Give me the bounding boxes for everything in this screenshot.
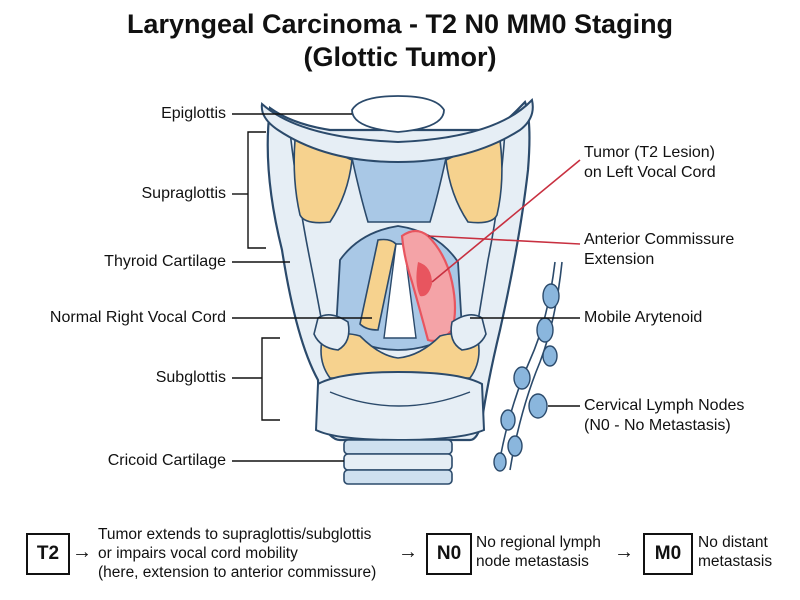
- trachea-ring-3: [343, 469, 453, 485]
- label-cervical-lymph-nodes: Cervical Lymph Nodes (N0 - No Metastasis…: [584, 396, 744, 436]
- trachea-ring-1: [343, 439, 453, 455]
- label-lymph-line1: Cervical Lymph Nodes: [584, 397, 745, 414]
- t-line3: (here, extension to anterior commissure): [98, 564, 377, 581]
- t-stage-description: Tumor extends to supraglottis/subglottis…: [98, 525, 376, 582]
- label-supraglottis: Supraglottis: [141, 185, 227, 202]
- lymph-node: [542, 345, 558, 367]
- page-subtitle: (Glottic Tumor): [303, 42, 497, 72]
- lymph-node: [542, 283, 560, 309]
- m-stage-box: M0: [643, 533, 693, 575]
- label-thyroid-cartilage: Thyroid Cartilage: [104, 253, 226, 270]
- epiglottis-tip: [351, 95, 445, 133]
- label-mobile-arytenoid: Mobile Arytenoid: [584, 309, 703, 326]
- bracket-supraglottis: [247, 131, 266, 249]
- label-subglottis: Subglottis: [155, 369, 226, 386]
- leader-anterior: [427, 235, 581, 245]
- label-anterior-commissure: Anterior Commissure Extension: [584, 230, 734, 270]
- lymph-node: [500, 409, 516, 431]
- lymph-node: [493, 452, 507, 472]
- n-line2: node metastasis: [476, 553, 589, 570]
- arytenoid-left: [313, 314, 350, 351]
- lymph-node: [536, 317, 554, 343]
- leader-tumor: [431, 159, 581, 283]
- m-line2: metastasis: [698, 553, 773, 570]
- t-line2: or impairs vocal cord mobility: [98, 545, 298, 562]
- right-vocal-cord-shape: [359, 238, 397, 331]
- label-epiglottis: Epiglottis: [161, 105, 226, 122]
- t-line1: Tumor extends to supraglottis/subglottis: [98, 526, 372, 543]
- page-title: Laryngeal Carcinoma - T2 N0 MM0 Staging: [126, 9, 674, 39]
- label-cricoid-cartilage: Cricoid Cartilage: [107, 452, 226, 469]
- label-tumor-line2: on Left Vocal Cord: [584, 164, 716, 181]
- label-normal-right-vocal-cord: Normal Right Vocal Cord: [49, 309, 226, 326]
- m-line1: No distant: [698, 534, 768, 551]
- arytenoid-right: [450, 314, 487, 351]
- airway-vestibule: [351, 153, 447, 223]
- arrow-icon: →: [72, 541, 92, 563]
- label-tumor: Tumor (T2 Lesion) on Left Vocal Cord: [584, 143, 716, 183]
- trachea-ring-2: [343, 453, 453, 471]
- label-tumor-line1: Tumor (T2 Lesion): [584, 144, 715, 161]
- bracket-subglottis: [261, 337, 280, 421]
- label-anterior-line2: Extension: [584, 251, 655, 268]
- lymph-node: [528, 393, 548, 419]
- arrow-icon: →: [398, 541, 418, 563]
- lymph-node: [513, 366, 531, 390]
- m-stage-description: No distant metastasis: [698, 533, 772, 571]
- label-anterior-line1: Anterior Commissure: [584, 231, 735, 248]
- n-stage-box: N0: [426, 533, 472, 575]
- label-lymph-line2: (N0 - No Metastasis): [584, 417, 731, 434]
- n-line1: No regional lymph: [476, 534, 601, 551]
- n-stage-description: No regional lymph node metastasis: [476, 533, 601, 571]
- glottic-gap: [383, 243, 417, 339]
- cricoid-curve: [329, 391, 471, 407]
- epiglottis-shape: [260, 97, 534, 164]
- t-stage-box: T2: [26, 533, 70, 575]
- tumor-core: [416, 262, 432, 297]
- arrow-icon: →: [614, 541, 634, 563]
- lymph-node: [507, 435, 523, 457]
